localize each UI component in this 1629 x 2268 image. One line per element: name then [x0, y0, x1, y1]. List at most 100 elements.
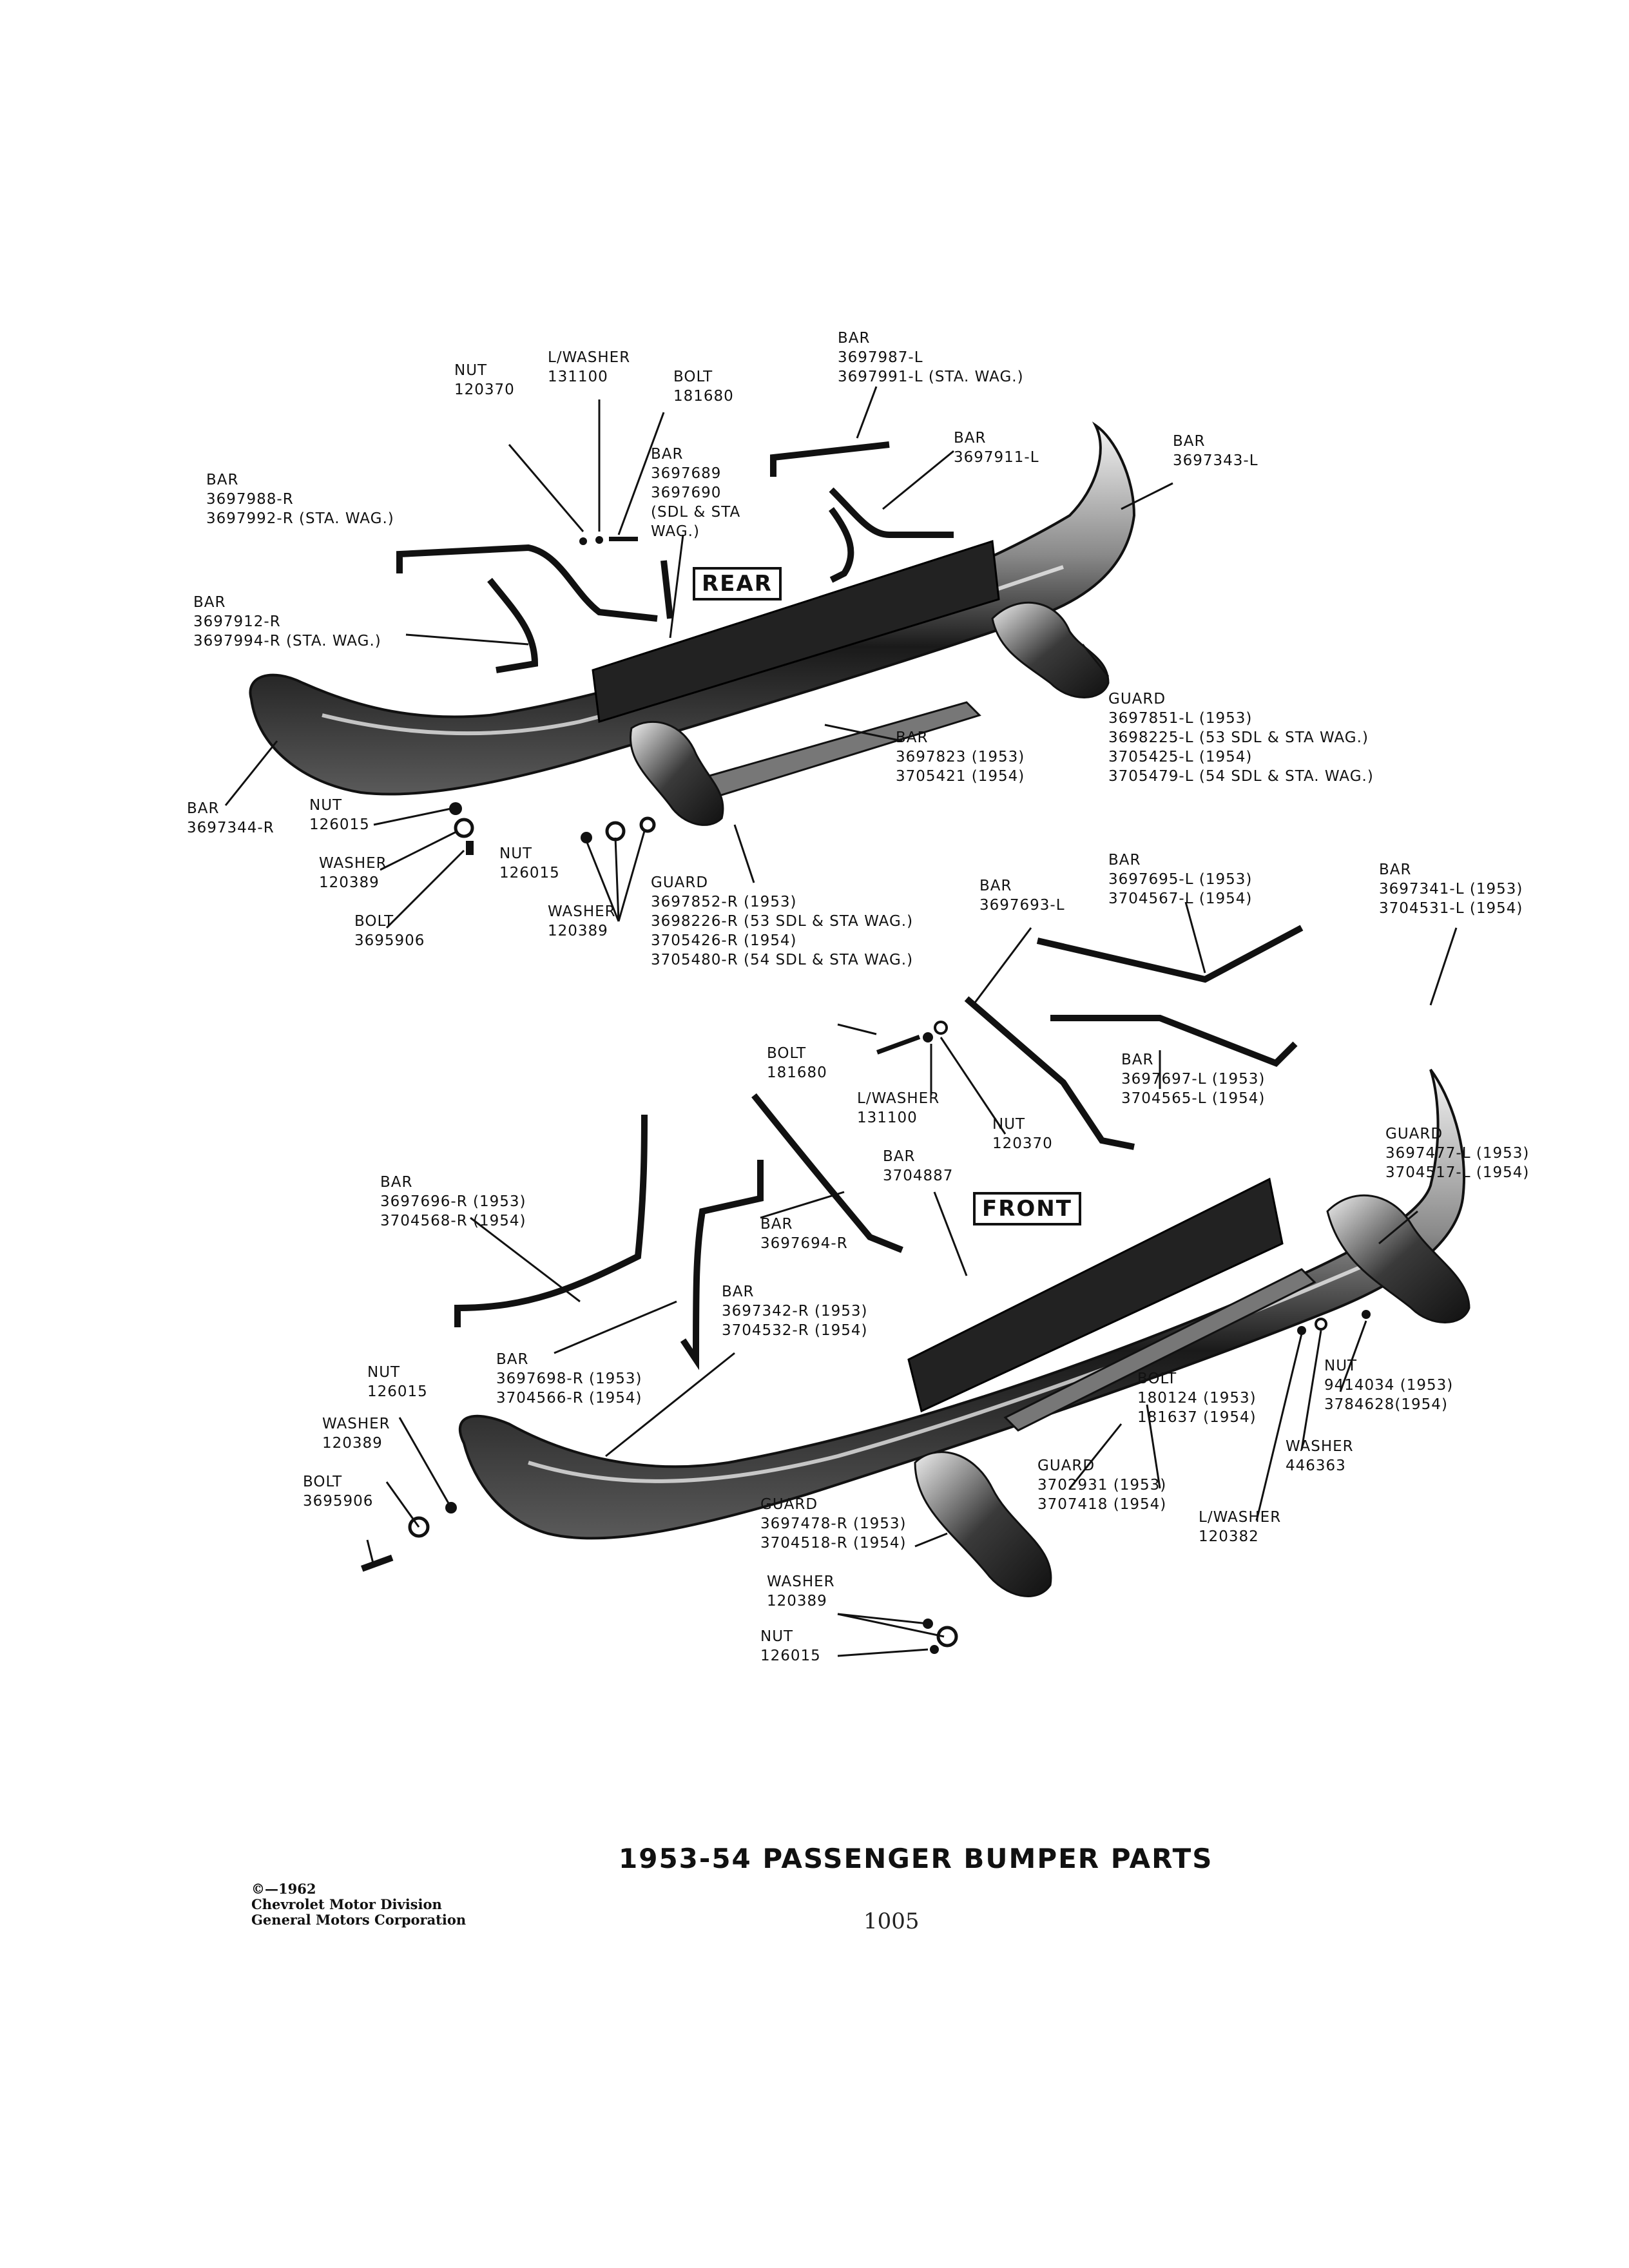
part-name: BOLT [673, 369, 713, 385]
part-number: 3707418 (1954) [1037, 1496, 1167, 1513]
part-name: BAR [722, 1283, 755, 1300]
part-name: BAR [1108, 852, 1141, 869]
part-number: 126015 [499, 865, 560, 881]
part-callout-front-bar-3697694: BAR 3697694-R [760, 1215, 848, 1253]
part-name: BAR [954, 430, 987, 447]
part-number: 3697912-R [193, 613, 281, 630]
part-number: 3697694-R [760, 1235, 848, 1252]
part-number: 3697689 [651, 465, 722, 482]
part-name: BAR [651, 446, 684, 463]
part-name: WASHER [767, 1573, 835, 1590]
part-name: BOLT [767, 1045, 807, 1062]
part-callout-rear-guard-3697851: GUARD 3697851-L (1953) 3698225-L (53 SDL &… [1108, 689, 1374, 786]
part-number: 3695906 [303, 1493, 374, 1510]
part-number: 3704518-R (1954) [760, 1535, 907, 1552]
part-number: 3697992-R (STA. WAG.) [206, 510, 394, 527]
part-number: 3695906 [354, 932, 425, 949]
page-title: 1953-54 PASSENGER BUMPER PARTS [619, 1843, 1213, 1874]
copyright-notice: ©—1962 Chevrolet Motor Division General … [251, 1881, 466, 1928]
part-number: WAG.) [651, 523, 700, 540]
part-name: NUT [992, 1116, 1026, 1133]
part-name: BAR [380, 1174, 413, 1191]
part-number: 3702931 (1953) [1037, 1477, 1167, 1494]
part-number: 3704568-R (1954) [380, 1213, 526, 1229]
part-name: BAR [193, 594, 226, 611]
part-name: BAR [760, 1216, 793, 1233]
rear-bumper [249, 421, 1136, 826]
part-number: 180124 (1953) [1137, 1390, 1257, 1407]
part-number: 3704565-L (1954) [1121, 1090, 1266, 1107]
part-number: 181680 [673, 388, 734, 405]
front-brackets [454, 925, 1304, 1370]
part-number: 3697690 [651, 485, 722, 501]
part-name: GUARD [760, 1496, 818, 1513]
part-name: NUT [454, 362, 488, 379]
part-name: BOLT [1137, 1370, 1177, 1387]
copyright-line: ©—1962 [251, 1881, 316, 1897]
part-number: 3698226-R (53 SDL & STA WAG.) [651, 913, 914, 930]
part-name: BOLT [303, 1474, 343, 1490]
part-callout-front-bar-3697342: BAR 3697342-R (1953) 3704532-R (1954) [722, 1282, 868, 1340]
part-number: 131100 [857, 1110, 918, 1126]
part-number: 3704517-L (1954) [1385, 1164, 1530, 1181]
part-number: 120370 [992, 1135, 1053, 1152]
part-callout-rear-bolt-top: BOLT 181680 [673, 367, 734, 406]
part-number: 3697477-L (1953) [1385, 1145, 1530, 1162]
part-number: 3697342-R (1953) [722, 1303, 868, 1320]
part-number: 3704532-R (1954) [722, 1322, 868, 1339]
part-callout-rear-bar-3697912: BAR 3697912-R 3697994-R (STA. WAG.) [193, 593, 381, 651]
part-number: 3697851-L (1953) [1108, 710, 1253, 727]
part-number: 3697696-R (1953) [380, 1193, 526, 1210]
part-callout-front-bolt-3695906: BOLT 3695906 [303, 1472, 373, 1511]
part-name: BOLT [354, 913, 394, 930]
part-number: 3697343-L [1173, 452, 1258, 469]
part-number: 3697698-R (1953) [496, 1370, 642, 1387]
part-number: 3705421 (1954) [896, 768, 1025, 785]
part-name: BAR [838, 330, 871, 347]
part-number: 3705425-L (1954) [1108, 749, 1253, 765]
part-number: 3697823 (1953) [896, 749, 1025, 765]
rear-brackets [396, 441, 954, 673]
part-name: NUT [367, 1364, 401, 1381]
part-number: 3697988-R [206, 491, 294, 508]
part-number: 3697341-L (1953) [1379, 881, 1523, 898]
part-number: 3704567-L (1954) [1108, 890, 1253, 907]
part-name: L/WASHER [857, 1090, 940, 1107]
part-number: 9414034 (1953) [1324, 1377, 1454, 1394]
part-name: GUARD [1108, 691, 1166, 707]
part-number: 3697991-L (STA. WAG.) [838, 369, 1024, 385]
part-name: NUT [1324, 1358, 1358, 1374]
copyright-line: General Motors Corporation [251, 1912, 467, 1928]
part-number: 3697852-R (1953) [651, 894, 797, 910]
part-name: BAR [1379, 861, 1412, 878]
part-name: L/WASHER [548, 349, 631, 366]
part-number: 3697994-R (STA. WAG.) [193, 633, 381, 649]
part-number: 3697987-L [838, 349, 923, 366]
part-number: 3697693-L [979, 897, 1065, 914]
part-number: 3698225-L (53 SDL & STA WAG.) [1108, 729, 1369, 746]
part-name: L/WASHER [1199, 1509, 1282, 1526]
part-number: 3697344-R [187, 820, 275, 836]
part-name: BAR [883, 1148, 916, 1165]
part-number: 120389 [767, 1593, 827, 1610]
